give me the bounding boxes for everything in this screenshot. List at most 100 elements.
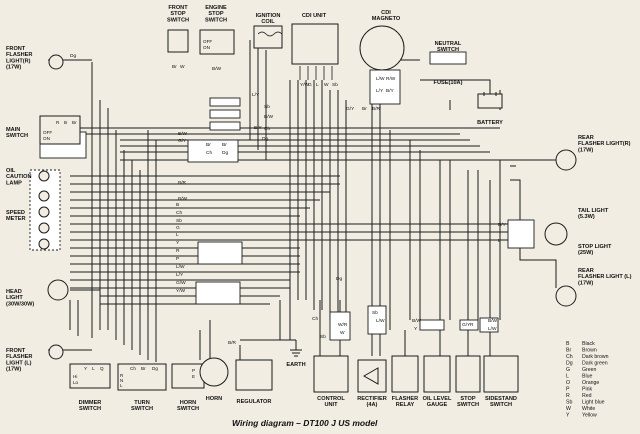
label-horn-switch: SWITCH (177, 406, 199, 412)
battery-symbol (477, 93, 503, 109)
label-front-flasher-l: FRONT (6, 348, 26, 354)
wire-code: Dg (222, 150, 228, 156)
wire-code: Sb (332, 82, 338, 88)
label-speed-meter: METER (6, 216, 26, 222)
engine-stop-row-label: OFF (203, 39, 212, 44)
wire-code: L/W (376, 76, 385, 82)
neutral-switch-symbol (429, 51, 467, 65)
label-earth: EARTH (286, 362, 305, 368)
label-neutral-switch: SWITCH (437, 47, 459, 53)
label-front-flasher-l: (17W) (6, 367, 21, 373)
diagram-caption: Wiring diagram – DT100 J US model (232, 418, 378, 428)
turn-col-label: Dg (152, 366, 158, 371)
label-stop-switch: SWITCH (457, 402, 479, 408)
wire-code: B/W (264, 114, 274, 120)
component-labels: FRONTSTOPSWITCHENGINESTOPSWITCHIGNITIONC… (6, 5, 632, 412)
label-oil-level-gauge: OIL LEVEL (423, 396, 452, 402)
wire-code: Sb (264, 104, 270, 110)
label-cdi-magneto: MAGNETO (372, 16, 401, 22)
label-flasher-relay: RELAY (396, 402, 415, 408)
wire-code: G/Y (178, 138, 187, 144)
label-regulator: REGULATOR (237, 399, 272, 405)
wire-code: R/W (386, 76, 396, 82)
wire-code: B/R (178, 180, 187, 186)
wire-code: L/Y (176, 272, 184, 278)
legend-color: Pink (582, 387, 592, 393)
wire-code: Y/W (300, 82, 310, 88)
head-light-bulb (47, 279, 69, 301)
wire-code: L/Y (376, 88, 384, 94)
engine-stop-switch-symbol (199, 29, 235, 55)
legend-color: Blue (582, 374, 592, 380)
wire-code: Y (414, 326, 418, 332)
label-head-light: LIGHT (6, 295, 23, 301)
rectifier-symbol (357, 359, 387, 393)
label-horn-switch: HORN (180, 400, 196, 406)
turn-col-label: Br (141, 366, 146, 371)
stop-switch-symbol (455, 355, 481, 393)
turn-row-label: R (120, 373, 124, 378)
main-switch-col-label: R (56, 120, 60, 125)
label-cdi-magneto: CDI (381, 10, 391, 16)
legend-code: O (566, 380, 570, 386)
label-head-light: HEAD (6, 289, 22, 295)
legend-code: R (566, 393, 570, 399)
main-switch-col-label: B (64, 120, 67, 125)
wire-code: Y (176, 240, 180, 246)
label-engine-stop-switch: ENGINE (205, 5, 227, 11)
legend-color: Light blue (582, 400, 605, 406)
wire-code: B/R (228, 340, 237, 346)
label-ignition-coil: IGNITION (256, 13, 281, 19)
wire-code: Br (222, 142, 227, 148)
legend-color: Yellow (582, 413, 597, 419)
label-dimmer-switch: SWITCH (79, 406, 101, 412)
label-ignition-coil: COIL (261, 19, 275, 25)
label-cdi-unit: CDI UNIT (302, 13, 327, 19)
wire-code: B/R (372, 106, 381, 112)
wire-code: Dg (336, 276, 342, 282)
legend-color: Dark green (582, 361, 608, 367)
wire-code: L/Y (252, 92, 260, 98)
wire-code: W (340, 330, 345, 336)
legend-code: Br (566, 348, 571, 354)
dimmer-col-label: L (92, 366, 95, 371)
legend-code: G (566, 367, 570, 373)
label-stop-light: STOP LIGHT (578, 244, 612, 250)
label-dimmer-switch: DIMMER (79, 400, 102, 406)
wire-code: G (308, 82, 312, 88)
label-rear-flasher-l: REAR (578, 268, 594, 274)
wire-code: G (176, 225, 180, 231)
label-front-flasher-r: FLASHER (6, 52, 32, 58)
wire-code: L/W (488, 326, 497, 332)
wire-code: Dg (262, 136, 268, 142)
sidestand-switch-symbol (483, 355, 519, 393)
label-sidestand-switch: SWITCH (490, 402, 512, 408)
cdi-magneto-symbol (359, 25, 405, 71)
wire-code: Br (206, 142, 211, 148)
label-oil-caution: CAUTION (6, 174, 31, 180)
label-rear-flasher-r: FLASHER LIGHT(R) (578, 141, 631, 147)
components (38, 23, 577, 393)
legend-code: Ch (566, 354, 573, 360)
legend-color: Red (582, 393, 592, 399)
turn-row-label: L (120, 383, 123, 388)
dimmer-row-label: Lo (73, 380, 79, 385)
label-engine-stop-switch: STOP (208, 11, 223, 17)
wire-code: Dg (70, 53, 76, 59)
legend-code: B (566, 341, 570, 347)
label-fuse: FUSE(10A) (434, 80, 463, 86)
label-tail-light: (5.3W) (578, 214, 595, 220)
label-neutral-switch: NEUTRAL (435, 41, 462, 47)
label-rectifier: RECTIFIER (357, 396, 387, 402)
label-stop-switch: STOP (460, 396, 475, 402)
wire-code: Br (172, 64, 177, 70)
wire-code: B/Y (386, 88, 395, 94)
label-front-flasher-r: LIGHT(R) (6, 58, 31, 64)
wire-code: G/W (176, 280, 186, 286)
wire-code: Sb (372, 310, 378, 316)
front-flasher-left-bulb (48, 344, 64, 360)
label-head-light: (30W/30W) (6, 301, 34, 307)
